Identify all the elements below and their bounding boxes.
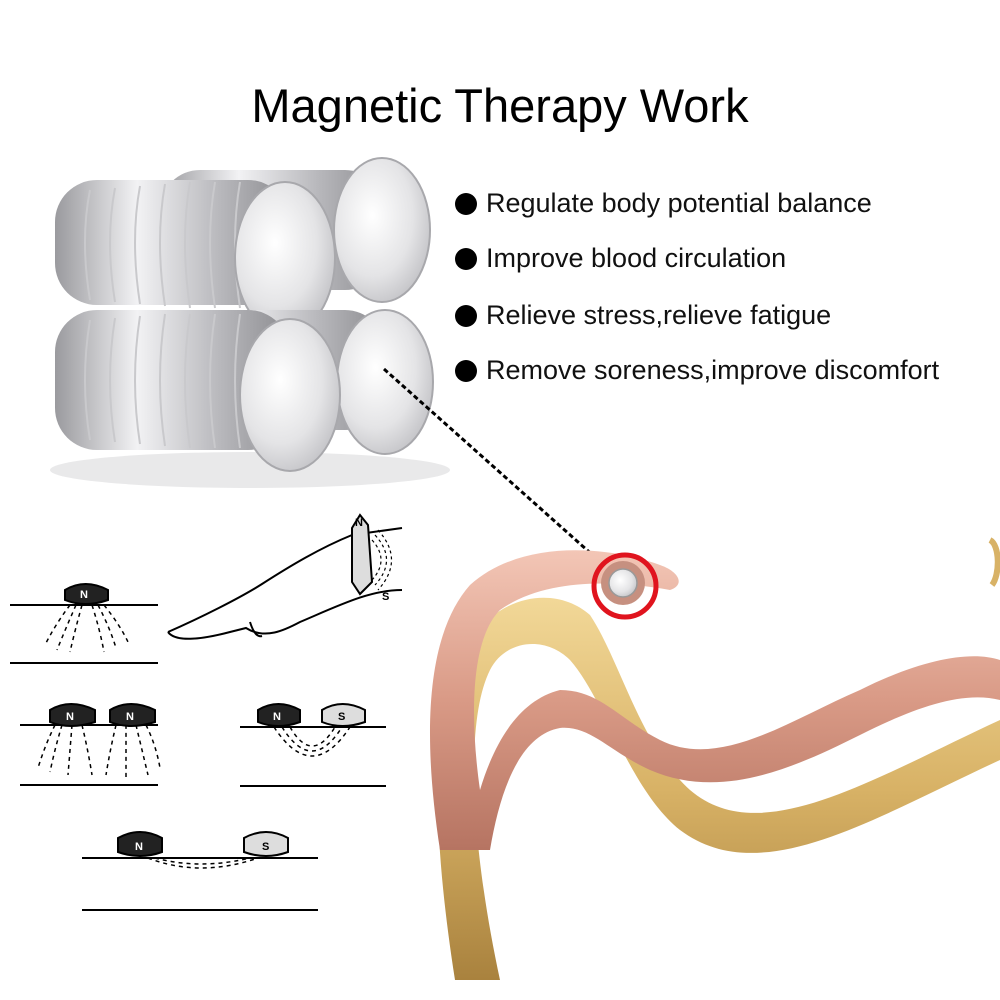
magnetic-field-diagrams [10,513,403,911]
benefit-text: Improve blood circulation [486,243,787,273]
north-label: N [273,711,281,723]
north-label: N [135,841,143,853]
south-label: S [382,591,389,603]
bullet-dot-icon [455,304,477,327]
south-label: S [262,841,269,853]
red-circle-icon [591,552,659,620]
benefit-item: Regulate body potential balance [455,188,872,219]
pole-labels: N N N N S N S N S [66,517,389,853]
benefit-text: Remove soreness,improve discomfort [486,355,940,385]
north-label: N [66,711,74,723]
bullet-dot-icon [455,359,477,382]
bracelet-image [430,537,1000,980]
bullet-dot-icon [455,192,477,215]
benefit-item: Improve blood circulation [455,243,786,274]
benefit-item: Relieve stress,relieve fatigue [455,300,831,331]
bullet-dot-icon [455,247,477,270]
magnet-stack-image [50,157,450,488]
page-title: Magnetic Therapy Work [251,79,749,132]
south-label: S [338,711,345,723]
benefit-text: Relieve stress,relieve fatigue [486,300,832,330]
north-label: N [355,517,363,529]
north-label: N [126,711,134,723]
benefit-item: Remove soreness,improve discomfort [455,355,939,386]
benefit-text: Regulate body potential balance [486,188,872,218]
north-label: N [80,589,88,601]
callout-line [383,367,625,585]
